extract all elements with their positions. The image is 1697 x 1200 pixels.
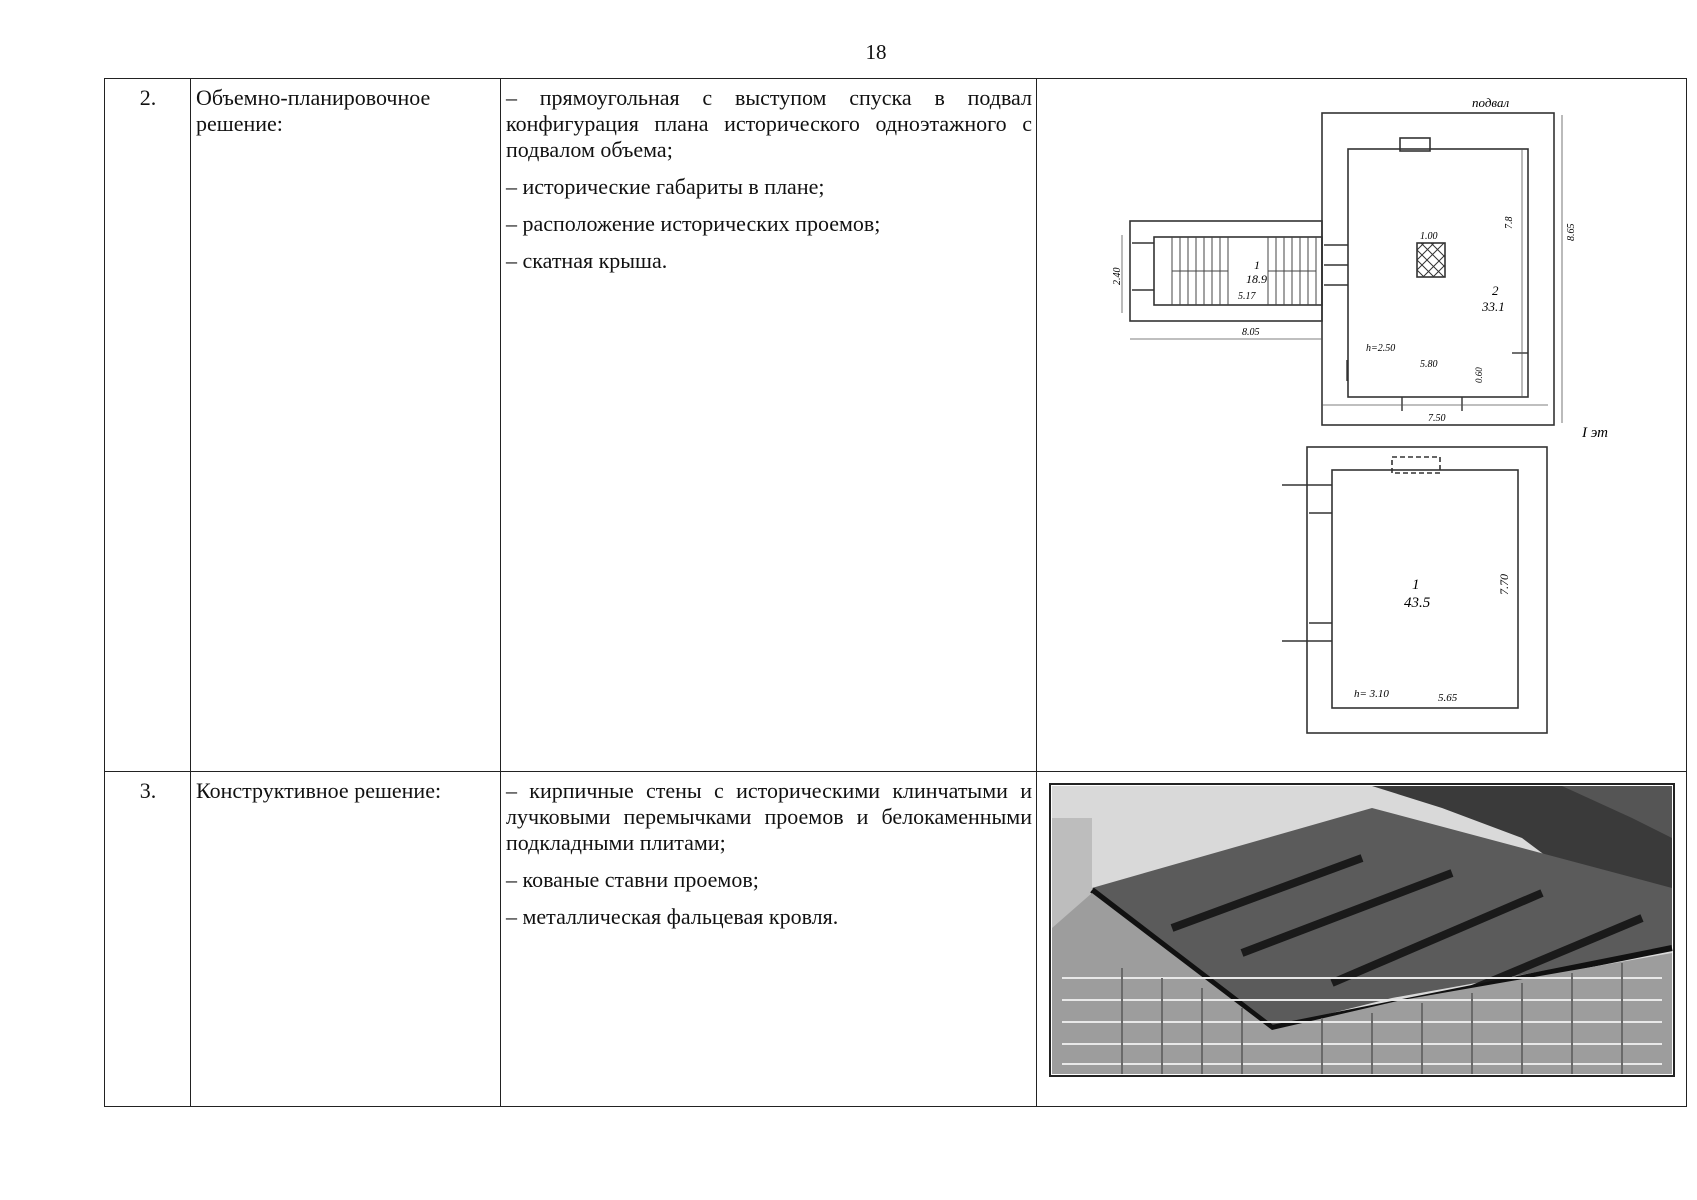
floor1-outer-wall — [1306, 446, 1548, 734]
description-item: – расположение исторических проемов; — [506, 211, 881, 236]
floor-plan-drawing: подвал I эт 1 18.9 2 33.1 1 43.5 1.00 7.… — [1112, 95, 1608, 734]
dimension-label: 7.70 — [1497, 574, 1511, 595]
floor1-window — [1391, 456, 1441, 474]
room-area: 33.1 — [1481, 299, 1505, 314]
dimension-label: h=2.50 — [1366, 343, 1395, 354]
dimension-label: 5.17 — [1238, 291, 1257, 302]
row-description: – прямоугольная с выступом спуска в подв… — [500, 78, 1037, 772]
dimension-label: h= 3.10 — [1354, 688, 1389, 700]
room-number: 2 — [1492, 283, 1499, 298]
basement-label: подвал — [1472, 95, 1509, 110]
column-crosshatch — [1416, 242, 1446, 278]
row-number: 2. — [104, 78, 191, 772]
table-row: 3. Конструктивное решение: – кирпичные с… — [104, 771, 1687, 1107]
dimension-label: 8.05 — [1242, 327, 1260, 338]
roof-photo-cell — [1036, 771, 1687, 1107]
description-item: – металлическая фальцевая кровля. — [506, 904, 839, 929]
roof-photo — [1049, 783, 1675, 1077]
dimension-label: 5.80 — [1420, 359, 1438, 370]
description-item: – прямоугольная с выступом спуска в подв… — [506, 85, 1032, 162]
room-area: 43.5 — [1404, 595, 1431, 611]
floor1-label: I эт — [1581, 425, 1608, 441]
description-item: – исторические габариты в плане; — [506, 174, 825, 199]
dimension-lines — [1121, 115, 1563, 423]
basement-entrance-inner — [1153, 236, 1323, 306]
description-item: – скатная крыша. — [506, 248, 668, 273]
dimension-label: 2.40 — [1112, 268, 1123, 286]
table-row: 2. Объемно-планировочное решение: – прям… — [104, 78, 1687, 772]
description-item: – кованые ставни проемов; — [506, 867, 759, 892]
dimension-label: 8.65 — [1566, 224, 1577, 242]
stair-hatching — [1171, 237, 1317, 305]
dimension-label: 7.50 — [1428, 413, 1446, 424]
row-number: 3. — [104, 771, 191, 1107]
room-number: 1 — [1254, 258, 1260, 272]
basement-inner-wall — [1347, 148, 1529, 398]
room-number: 1 — [1412, 577, 1420, 593]
row-title: Объемно-планировочное решение: — [190, 78, 501, 772]
room-area: 18.9 — [1246, 272, 1267, 286]
dimension-label: 7.8 — [1504, 217, 1515, 230]
basement-window — [1399, 137, 1431, 152]
basement-column — [1416, 242, 1446, 278]
dimension-label: 0.60 — [1474, 367, 1484, 383]
dimension-label: 5.65 — [1438, 692, 1458, 704]
row-title: Конструктивное решение: — [190, 771, 501, 1107]
description-item: – кирпичные стены с историческими клинча… — [506, 778, 1032, 855]
page-number: 18 — [865, 40, 887, 64]
basement-outer-wall — [1321, 112, 1555, 426]
floor1-inner-wall — [1331, 469, 1519, 709]
opening-marks — [1132, 242, 1528, 642]
row-description: – кирпичные стены с историческими клинча… — [500, 771, 1037, 1107]
document-table: 2. Объемно-планировочное решение: – прям… — [104, 78, 1687, 1107]
floor-plan-cell: подвал I эт 1 18.9 2 33.1 1 43.5 1.00 7.… — [1036, 78, 1687, 772]
dimension-label: 1.00 — [1420, 231, 1438, 242]
